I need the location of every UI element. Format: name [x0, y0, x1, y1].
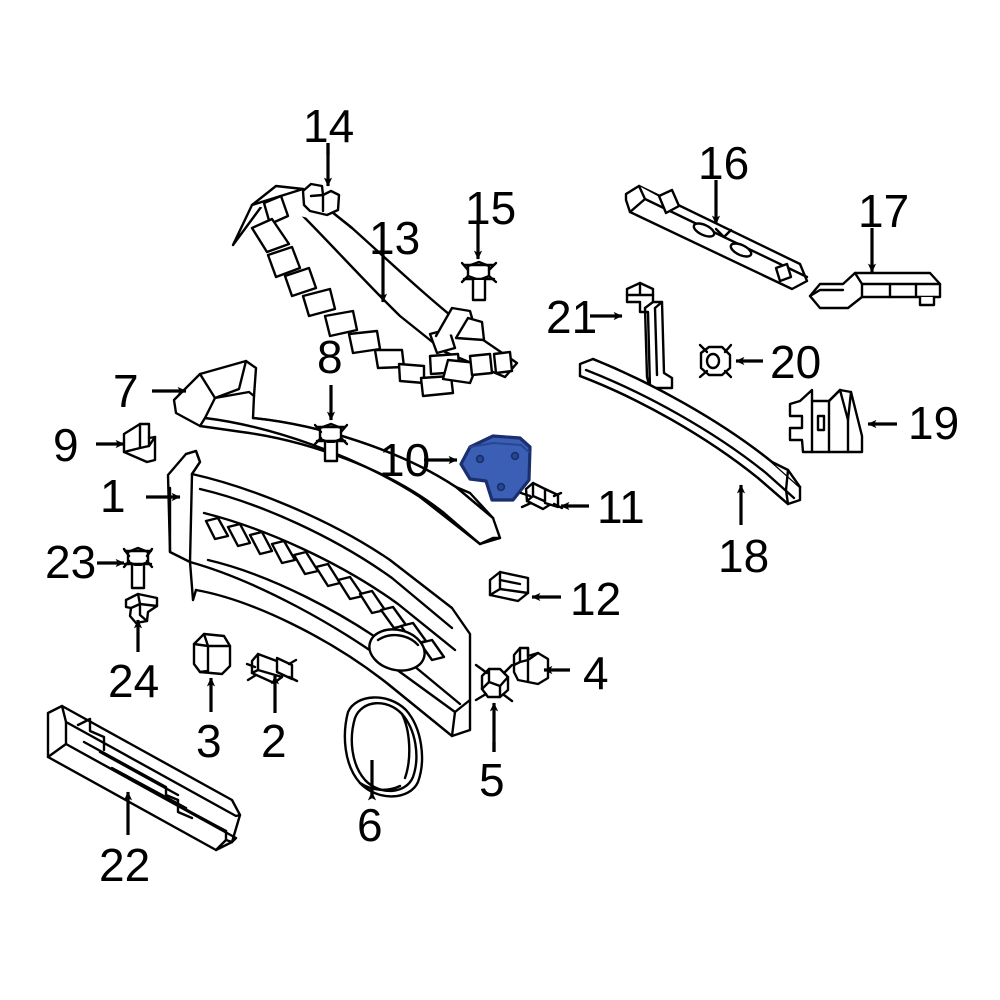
callout-label-14[interactable]: 14 — [303, 100, 355, 152]
part-22-lower-valance — [46, 704, 242, 852]
callout-label-20[interactable]: 20 — [770, 336, 822, 388]
callout-label-2[interactable]: 2 — [261, 715, 287, 767]
callout-label-1[interactable]: 1 — [100, 470, 126, 522]
part-15-bolt — [460, 260, 498, 302]
callout-label-24[interactable]: 24 — [108, 655, 160, 707]
callout-label-22[interactable]: 22 — [99, 839, 151, 891]
part-9-clip — [122, 422, 157, 464]
part-8-clip-fastener — [313, 422, 349, 463]
callout-label-18[interactable]: 18 — [718, 530, 770, 582]
callout-label-10[interactable]: 10 — [379, 434, 431, 486]
part-23-bolt — [122, 546, 154, 590]
callout-label-4[interactable]: 4 — [583, 647, 609, 699]
part-16-upper-tie-bar — [624, 184, 809, 291]
part-21-stay-bracket — [625, 281, 674, 390]
callout-label-6[interactable]: 6 — [357, 799, 383, 851]
leader-arrows — [96, 143, 897, 835]
part-14-retainer — [301, 182, 341, 217]
part-18-bumper-reinforcement — [578, 357, 802, 506]
callout-label-12[interactable]: 12 — [570, 573, 622, 625]
part-6-fog-lamp-cover — [343, 696, 424, 798]
callout-label-23[interactable]: 23 — [45, 536, 97, 588]
part-3-retainer-clip — [192, 632, 232, 676]
callout-label-7[interactable]: 7 — [113, 365, 139, 417]
callout-label-8[interactable]: 8 — [317, 331, 343, 383]
part-4-clip — [512, 646, 550, 686]
leader-tails — [326, 143, 496, 795]
part-19-mounting-bracket — [788, 388, 864, 454]
callout-label-3[interactable]: 3 — [196, 715, 222, 767]
part-11-bolt — [519, 481, 564, 511]
part-2-bolt — [245, 652, 299, 685]
part-20-nut — [698, 343, 733, 379]
callout-label-13[interactable]: 13 — [369, 212, 421, 264]
callout-label-19[interactable]: 19 — [908, 397, 960, 449]
part-12-clip — [488, 570, 530, 603]
callout-label-5[interactable]: 5 — [479, 754, 505, 806]
callout-label-11[interactable]: 11 — [597, 481, 645, 533]
part-10-bumper-bracket-highlight — [459, 434, 532, 502]
part-13-bumper-absorber — [231, 184, 519, 398]
part-1-front-bumper-cover — [166, 449, 472, 738]
callout-label-21[interactable]: 21 — [546, 291, 598, 343]
callout-label-17[interactable]: 17 — [858, 185, 910, 237]
callout-label-16[interactable]: 16 — [698, 137, 750, 189]
callout-label-9[interactable]: 9 — [53, 419, 79, 471]
part-24-clip — [124, 592, 159, 625]
part-5-nut — [474, 663, 514, 703]
part-17-side-bracket — [808, 271, 942, 310]
callout-label-15[interactable]: 15 — [465, 182, 517, 234]
